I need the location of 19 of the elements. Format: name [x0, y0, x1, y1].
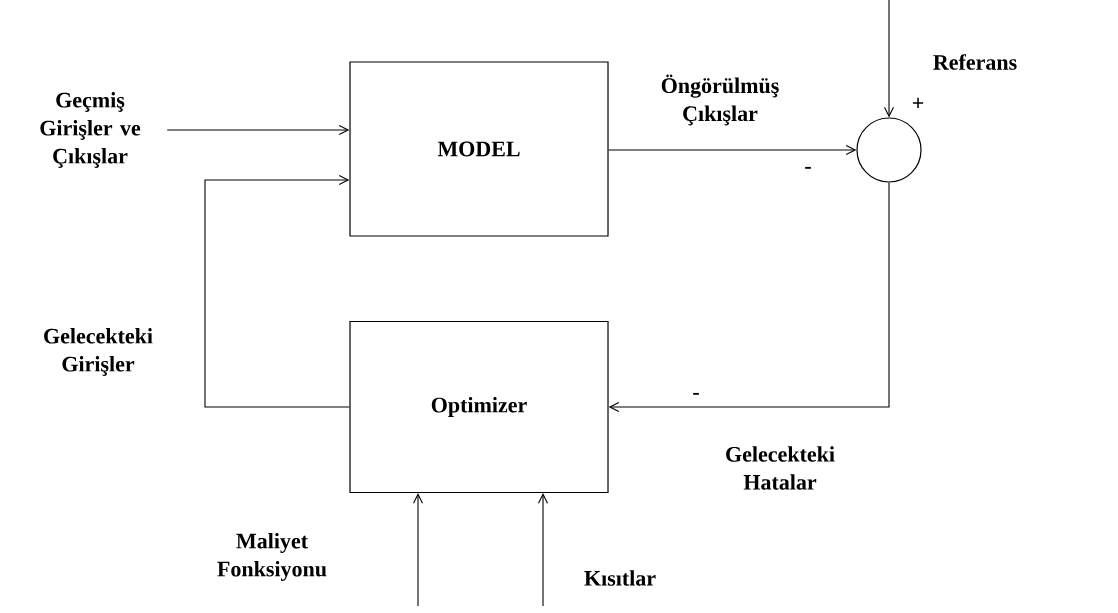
- arrow: [537, 493, 549, 607]
- input-label: Geçmiş Girişler ve Çıkışlar: [40, 92, 141, 168]
- arrow: [166, 124, 350, 136]
- arrow: [608, 144, 857, 156]
- edge-label: Gelecekteki Girişler: [44, 328, 153, 376]
- arrow: [204, 174, 350, 408]
- process-box: Optimizer: [349, 320, 609, 494]
- edge-label: Referans: [933, 54, 1017, 70]
- arrow: [608, 182, 890, 413]
- summing-junction: [856, 117, 922, 183]
- edge-label: Gelecekteki Hatalar: [726, 446, 835, 490]
- edge-label: Öngörülmüş Çıkışlar: [661, 74, 779, 126]
- edge-label: Maliyet Fonksiyonu: [217, 533, 327, 581]
- arrow: [883, 0, 895, 118]
- sign-label: -: [693, 392, 699, 395]
- edge-label: Kısıtlar: [584, 570, 656, 586]
- sign-label: -: [805, 166, 811, 169]
- process-box: MODEL: [349, 61, 609, 237]
- arrow: [412, 493, 424, 607]
